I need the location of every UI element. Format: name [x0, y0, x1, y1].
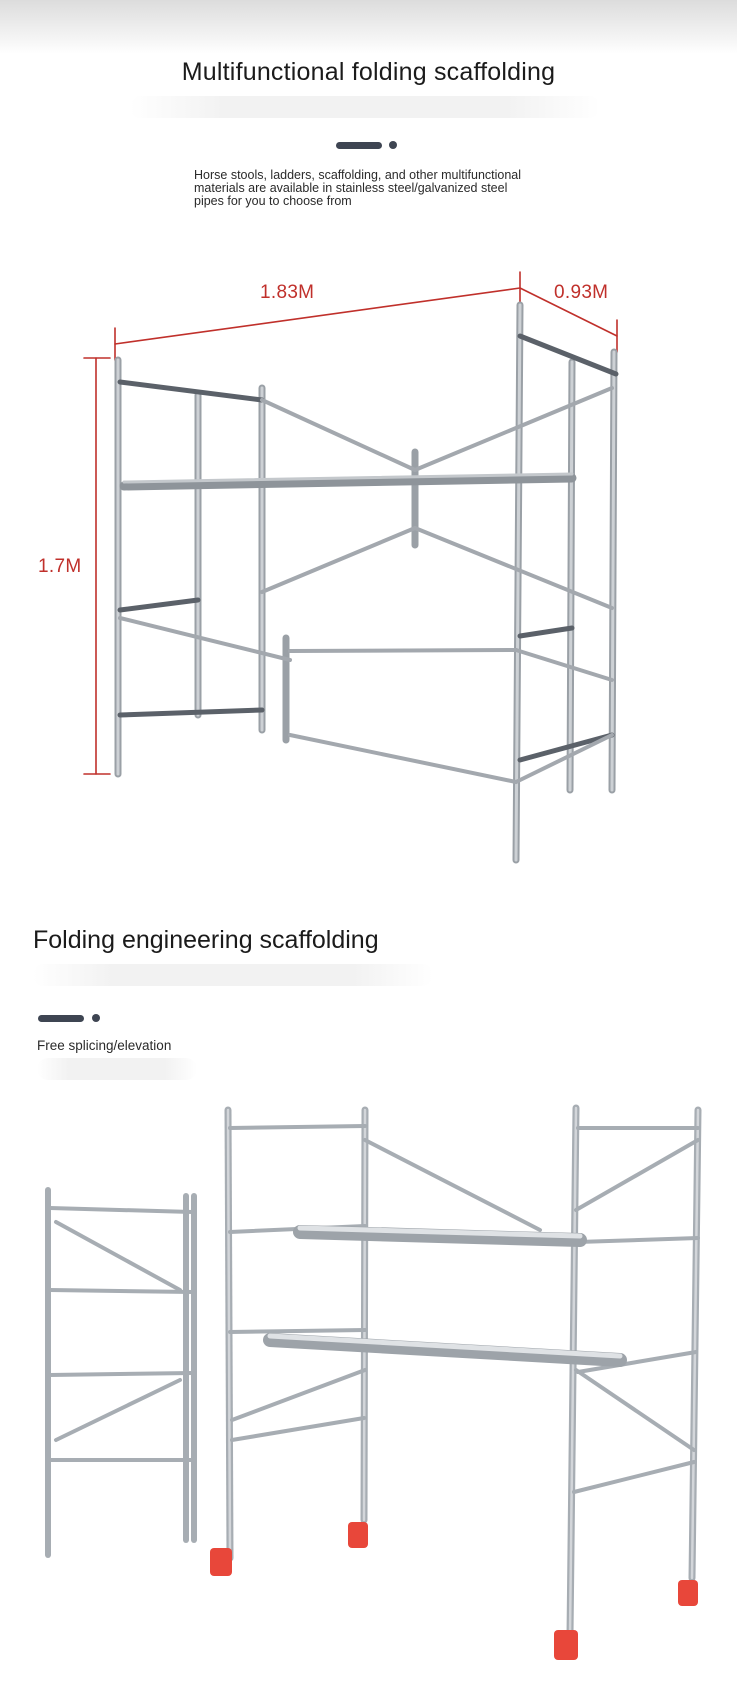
- width-dimension-label: 0.93M: [554, 282, 609, 303]
- length-dimension-label: 1.83M: [260, 282, 315, 303]
- section2-title: Folding engineering scaffolding: [33, 926, 379, 954]
- section1-title: Multifunctional folding scaffolding: [181, 58, 556, 86]
- height-dimension-label: 1.7M: [38, 556, 82, 577]
- scaffold-diagram-1: [83, 271, 619, 864]
- scaffold-diagram-2: [45, 1104, 702, 1660]
- title-underlay: [130, 96, 600, 118]
- title-underlay: [33, 964, 433, 986]
- subtitle-underlay: [37, 1058, 197, 1080]
- section2-subtitle: Free splicing/elevation: [37, 1038, 172, 1053]
- top-shade: [0, 0, 737, 54]
- section1-description: Horse stools, ladders, scaffolding, and …: [194, 168, 522, 208]
